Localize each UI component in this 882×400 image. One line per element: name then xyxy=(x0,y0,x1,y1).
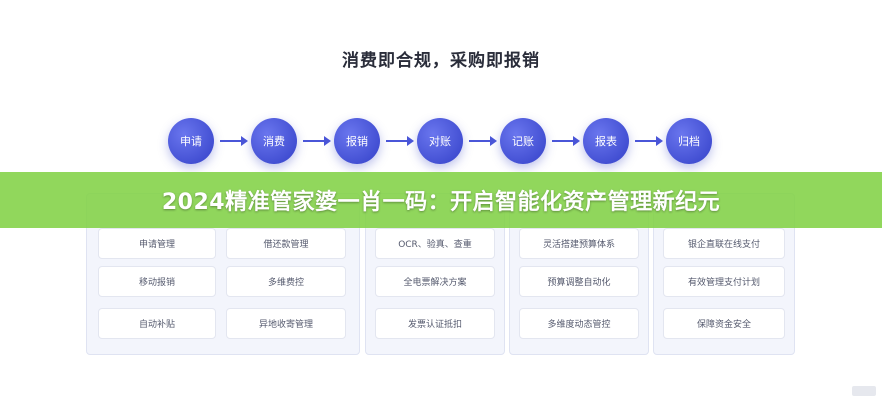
flow-arrow xyxy=(220,136,248,146)
title-banner: 2024精准管家婆一肖一码：开启智能化资产管理新纪元 xyxy=(0,172,882,228)
feature-card: 借还款管理 xyxy=(226,228,346,259)
watermark-mark xyxy=(852,386,876,396)
flow-step-archive: 归档 xyxy=(666,118,712,164)
banner-title: 2024精准管家婆一肖一码：开启智能化资产管理新纪元 xyxy=(161,190,721,215)
flow-step-consume: 消费 xyxy=(251,118,297,164)
feature-card: OCR、验真、查重 xyxy=(375,228,495,259)
feature-card: 预算调整自动化 xyxy=(519,266,639,297)
flow-step-reconcile: 对账 xyxy=(417,118,463,164)
feature-card: 多维费控 xyxy=(226,266,346,297)
flow-arrow xyxy=(635,136,663,146)
flow-arrow xyxy=(303,136,331,146)
feature-card: 银企直联在线支付 xyxy=(663,228,785,259)
flow-arrow xyxy=(469,136,497,146)
feature-card: 自动补贴 xyxy=(98,308,216,339)
flow-step-reimburse: 报销 xyxy=(334,118,380,164)
figure-title: 消费即合规，采购即报销 xyxy=(342,51,540,71)
feature-card: 移动报销 xyxy=(98,266,216,297)
feature-card: 有效管理支付计划 xyxy=(663,266,785,297)
flow-step-apply: 申请 xyxy=(168,118,214,164)
flow-step-report: 报表 xyxy=(583,118,629,164)
feature-card: 灵活搭建预算体系 xyxy=(519,228,639,259)
feature-card: 申请管理 xyxy=(98,228,216,259)
flow-arrow xyxy=(386,136,414,146)
feature-card: 异地收寄管理 xyxy=(226,308,346,339)
feature-card: 发票认证抵扣 xyxy=(375,308,495,339)
flow-step-bookkeep: 记账 xyxy=(500,118,546,164)
feature-card: 多维度动态管控 xyxy=(519,308,639,339)
feature-card: 全电票解决方案 xyxy=(375,266,495,297)
process-flow: 申请 消费 报销 对账 记账 报表 归档 xyxy=(168,118,714,168)
feature-card: 保障资金安全 xyxy=(663,308,785,339)
flow-arrow xyxy=(552,136,580,146)
